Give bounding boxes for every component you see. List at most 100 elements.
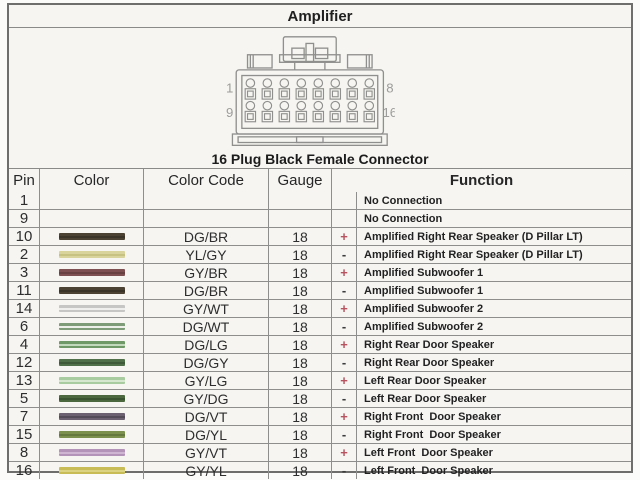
swatch-stripe bbox=[58, 271, 125, 274]
header-gauge: Gauge bbox=[268, 169, 331, 192]
color-cell bbox=[39, 462, 143, 479]
color-code-cell: DG/BR bbox=[143, 228, 268, 245]
document-frame: Amplifier bbox=[7, 3, 633, 479]
polarity-cell: - bbox=[331, 462, 356, 479]
polarity-cell: + bbox=[331, 264, 356, 281]
header-pin: Pin bbox=[13, 172, 35, 189]
gauge-cell: 18 bbox=[268, 408, 331, 425]
color-cell bbox=[39, 336, 143, 353]
table-row: 8 GY/VT 18 + Left Front Door Speaker bbox=[9, 443, 631, 461]
connector-drawing-icon: 1 8 9 16 bbox=[226, 36, 397, 146]
polarity-cell: - bbox=[331, 354, 356, 371]
swatch-stripe bbox=[58, 379, 125, 382]
swatch-stripe bbox=[58, 433, 125, 436]
wire-color-swatch bbox=[58, 269, 125, 276]
pin-cell: 11 bbox=[16, 282, 32, 299]
polarity-cell: - bbox=[331, 282, 356, 299]
gauge-cell bbox=[268, 210, 331, 227]
table-row: 1 No Connection bbox=[9, 192, 631, 209]
wire-color-swatch bbox=[58, 305, 125, 312]
polarity-cell: - bbox=[331, 246, 356, 263]
pin-cell: 5 bbox=[19, 390, 29, 407]
gauge-cell: 18 bbox=[268, 372, 331, 389]
header-color: Color bbox=[39, 169, 143, 192]
pin-cell: 7 bbox=[19, 408, 29, 425]
gauge-cell: 18 bbox=[268, 354, 331, 371]
wire-color-swatch bbox=[58, 323, 125, 330]
gauge-cell: 18 bbox=[268, 246, 331, 263]
function-cell: Right Rear Door Speaker bbox=[356, 354, 631, 371]
wire-color-swatch bbox=[58, 431, 125, 438]
polarity-cell bbox=[331, 192, 356, 209]
function-cell: Left Rear Door Speaker bbox=[356, 372, 631, 389]
function-cell: Left Rear Door Speaker bbox=[356, 390, 631, 407]
wire-color-swatch bbox=[58, 377, 125, 384]
pin-cell: 15 bbox=[15, 426, 33, 443]
color-cell bbox=[39, 372, 143, 389]
connector-diagram: 1 8 9 16 bbox=[225, 34, 397, 151]
color-cell bbox=[39, 210, 143, 227]
color-cell bbox=[39, 282, 143, 299]
polarity-cell: + bbox=[331, 300, 356, 317]
polarity-cell: + bbox=[331, 372, 356, 389]
table-row: 13 GY/LG 18 + Left Rear Door Speaker bbox=[9, 371, 631, 389]
pin-cavities bbox=[244, 78, 375, 123]
pin-cell: 1 bbox=[19, 192, 29, 209]
table-row: 6 DG/WT 18 - Amplified Subwoofer 2 bbox=[9, 317, 631, 335]
color-code-cell bbox=[143, 210, 268, 227]
wire-color-swatch bbox=[58, 359, 125, 366]
pin-cell: 16 bbox=[15, 462, 33, 479]
pin-cell: 10 bbox=[15, 228, 33, 245]
function-cell: Amplified Right Rear Speaker (D Pillar L… bbox=[356, 246, 631, 263]
table-row: 5 GY/DG 18 - Left Rear Door Speaker bbox=[9, 389, 631, 407]
polarity-cell: + bbox=[331, 336, 356, 353]
table-row: 15 DG/YL 18 - Right Front Door Speaker bbox=[9, 425, 631, 443]
color-code-cell: GY/LG bbox=[143, 372, 268, 389]
pin-cell: 12 bbox=[15, 354, 33, 371]
gauge-cell: 18 bbox=[268, 318, 331, 335]
color-code-cell: GY/VT bbox=[143, 444, 268, 461]
polarity-cell: - bbox=[331, 426, 356, 443]
pin-cell: 4 bbox=[19, 336, 29, 353]
connector-caption: 16 Plug Black Female Connector bbox=[211, 151, 429, 167]
swatch-stripe bbox=[58, 253, 125, 256]
table-row: 14 GY/WT 18 + Amplified Subwoofer 2 bbox=[9, 299, 631, 317]
page-title: Amplifier bbox=[9, 5, 631, 28]
color-code-cell: GY/YL bbox=[143, 462, 268, 479]
swatch-stripe bbox=[58, 451, 125, 454]
gauge-cell: 18 bbox=[268, 282, 331, 299]
polarity-cell: + bbox=[331, 444, 356, 461]
color-cell bbox=[39, 246, 143, 263]
function-cell: Right Front Door Speaker bbox=[356, 426, 631, 443]
gauge-cell: 18 bbox=[268, 444, 331, 461]
table-row: 9 No Connection bbox=[9, 209, 631, 227]
swatch-stripe bbox=[58, 235, 125, 238]
swatch-stripe bbox=[58, 397, 125, 400]
color-code-cell: DG/WT bbox=[143, 318, 268, 335]
swatch-stripe bbox=[58, 325, 125, 328]
color-code-cell: DG/LG bbox=[143, 336, 268, 353]
color-code-cell: GY/DG bbox=[143, 390, 268, 407]
color-code-cell: DG/VT bbox=[143, 408, 268, 425]
color-code-cell: DG/BR bbox=[143, 282, 268, 299]
gauge-cell: 18 bbox=[268, 264, 331, 281]
color-cell bbox=[39, 390, 143, 407]
function-cell: No Connection bbox=[356, 210, 631, 227]
polarity-cell: - bbox=[331, 390, 356, 407]
function-cell: Left Front Door Speaker bbox=[356, 462, 631, 479]
swatch-stripe bbox=[58, 289, 125, 292]
table-row: 7 DG/VT 18 + Right Front Door Speaker bbox=[9, 407, 631, 425]
pin-cell: 14 bbox=[15, 300, 33, 317]
gauge-cell: 18 bbox=[268, 426, 331, 443]
wire-color-swatch bbox=[58, 413, 125, 420]
function-cell: No Connection bbox=[356, 192, 631, 209]
table-header-row: Pin Color Color Code Gauge Function bbox=[9, 169, 631, 192]
color-cell bbox=[39, 300, 143, 317]
function-cell: Amplified Subwoofer 1 bbox=[356, 282, 631, 299]
color-code-cell: YL/GY bbox=[143, 246, 268, 263]
function-cell: Amplified Subwoofer 1 bbox=[356, 264, 631, 281]
function-cell: Amplified Right Rear Speaker (D Pillar L… bbox=[356, 228, 631, 245]
color-code-cell: GY/WT bbox=[143, 300, 268, 317]
gauge-cell: 18 bbox=[268, 228, 331, 245]
color-cell bbox=[39, 228, 143, 245]
